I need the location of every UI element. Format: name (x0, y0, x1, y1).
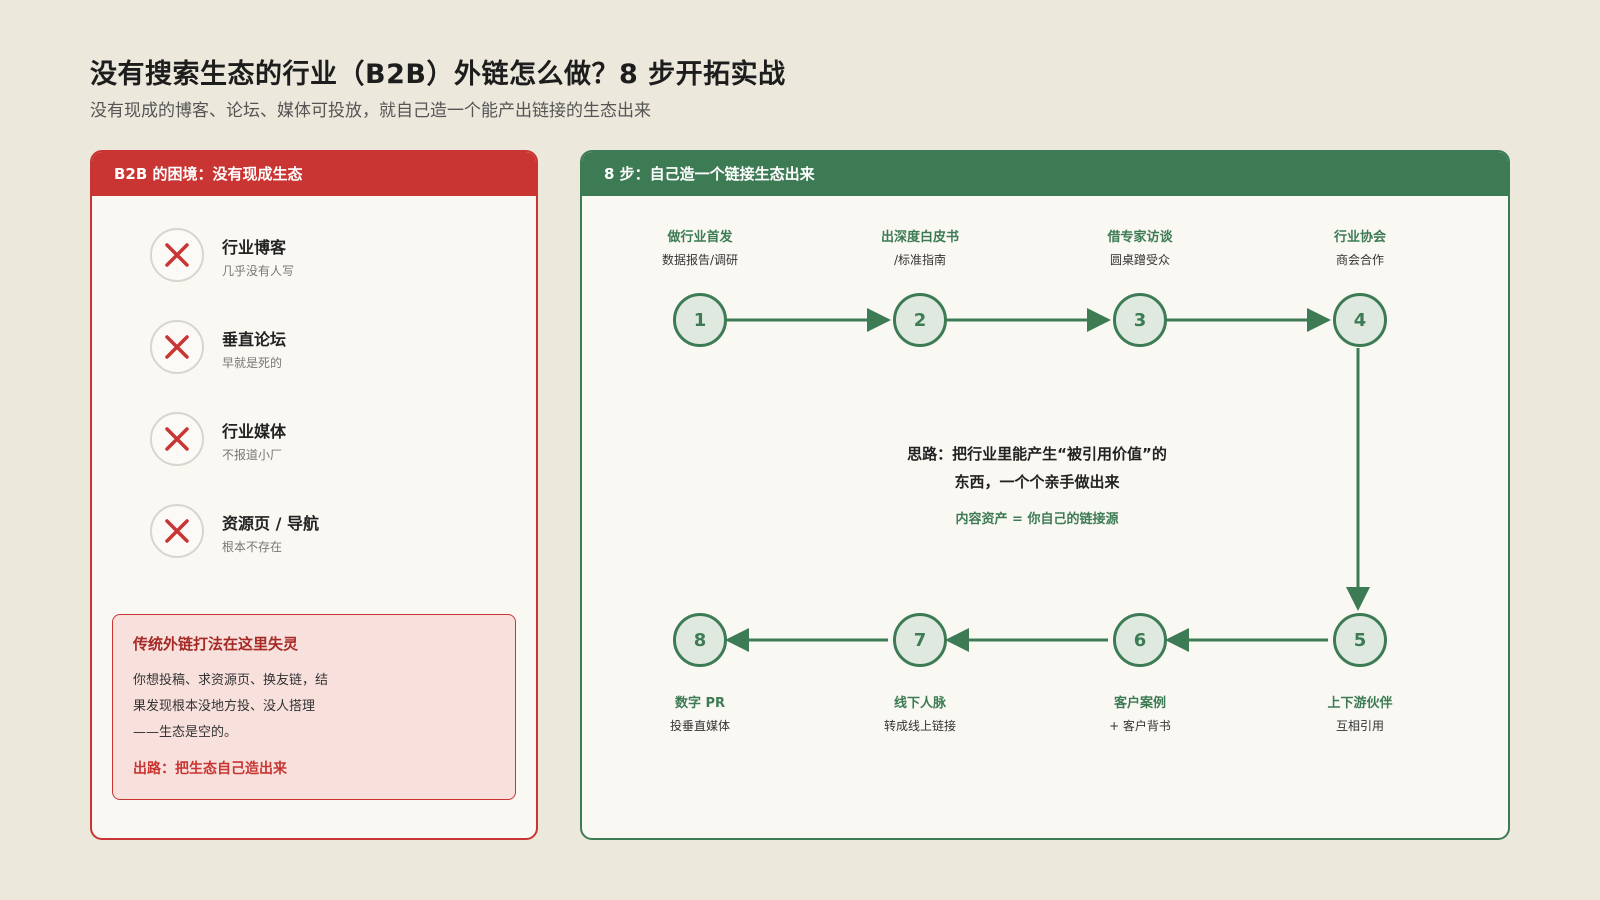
step-label-2: 出深度白皮书 /标准指南 (840, 226, 1000, 268)
page-title: 没有搜索生态的行业（B2B）外链怎么做？8 步开拓实战 (90, 59, 786, 90)
cross-icon (150, 504, 204, 558)
problem-item-blog: 行业博客 几乎没有人写 (150, 228, 510, 288)
step-title: 做行业首发 (667, 230, 733, 245)
step-desc: /标准指南 (893, 253, 947, 267)
step-title: 数字 PR (674, 696, 726, 711)
step-desc: 转成线上链接 (883, 719, 956, 733)
problem-item-resource: 资源页 / 导航 根本不存在 (150, 504, 510, 564)
step-circle-6: 6 (1113, 613, 1167, 667)
step-title: 借专家访谈 (1107, 230, 1173, 245)
step-desc: 圆桌蹭受众 (1109, 253, 1170, 267)
step-title: 上下游伙伴 (1327, 696, 1393, 711)
problem-title: 资源页 / 导航 (222, 514, 319, 533)
step-desc: + 客户背书 (1109, 719, 1171, 733)
problem-panel: B2B 的困境：没有现成生态 行业博客 几乎没有人写 垂直论坛 早就是死的 行业… (90, 150, 538, 840)
step-label-1: 做行业首发 数据报告/调研 (620, 226, 780, 268)
problem-item-forum: 垂直论坛 早就是死的 (150, 320, 510, 380)
problem-panel-title: B2B 的困境：没有现成生态 (92, 152, 536, 196)
step-label-4: 行业协会 商会合作 (1280, 226, 1440, 268)
problem-desc: 几乎没有人写 (222, 264, 295, 278)
step-desc: 互相引用 (1335, 719, 1384, 733)
step-label-3: 借专家访谈 圆桌蹭受众 (1060, 226, 1220, 268)
step-label-5: 上下游伙伴 互相引用 (1280, 692, 1440, 734)
problem-title: 行业博客 (222, 238, 287, 257)
step-circle-2: 2 (893, 293, 947, 347)
failure-solution: 出路：把生态自己造出来 (133, 761, 287, 777)
steps-panel: 8 步：自己造一个链接生态出来 做行业首发 数据报告/调研 出深度白皮书 /标准… (580, 150, 1510, 840)
step-desc: 数据报告/调研 (661, 253, 739, 267)
center-idea: 思路：把行业里能产生“被引用价值”的 东西，一个个亲手做出来 内容资产 = 你自… (882, 440, 1192, 527)
problem-title: 垂直论坛 (222, 330, 287, 349)
cross-icon (150, 228, 204, 282)
idea-accent: 内容资产 = 你自己的链接源 (955, 512, 1119, 527)
problem-title: 行业媒体 (222, 422, 287, 441)
problem-desc: 根本不存在 (222, 540, 283, 554)
problem-desc: 不报道小厂 (222, 448, 283, 462)
step-label-6: 客户案例 + 客户背书 (1060, 692, 1220, 734)
step-circle-1: 1 (673, 293, 727, 347)
step-desc: 商会合作 (1335, 253, 1384, 267)
step-circle-3: 3 (1113, 293, 1167, 347)
steps-panel-title: 8 步：自己造一个链接生态出来 (582, 152, 1508, 196)
step-label-7: 线下人脉 转成线上链接 (840, 692, 1000, 734)
idea-line-2: 东西，一个个亲手做出来 (954, 473, 1120, 491)
step-circle-8: 8 (673, 613, 727, 667)
failure-title: 传统外链打法在这里失灵 (133, 635, 299, 653)
flow-connectors (725, 308, 1370, 652)
failure-body: 你想投稿、求资源页、换友链，结果发现根本没地方投、没人搭理——生态是空的。 (133, 673, 329, 740)
step-circle-4: 4 (1333, 293, 1387, 347)
problem-desc: 早就是死的 (222, 356, 283, 370)
page-subtitle: 没有现成的博客、论坛、媒体可投放，就自己造一个能产出链接的生态出来 (90, 101, 651, 121)
failure-callout: 传统外链打法在这里失灵 你想投稿、求资源页、换友链，结果发现根本没地方投、没人搭… (112, 614, 516, 800)
cross-icon (150, 412, 204, 466)
step-title: 出深度白皮书 (880, 230, 959, 245)
step-title: 线下人脉 (893, 696, 946, 711)
step-title: 客户案例 (1113, 696, 1166, 711)
step-desc: 投垂直媒体 (669, 719, 730, 733)
step-circle-7: 7 (893, 613, 947, 667)
step-label-8: 数字 PR 投垂直媒体 (620, 692, 780, 734)
cross-icon (150, 320, 204, 374)
idea-line-1: 思路：把行业里能产生“被引用价值”的 (907, 445, 1167, 463)
problem-item-media: 行业媒体 不报道小厂 (150, 412, 510, 472)
step-circle-5: 5 (1333, 613, 1387, 667)
step-title: 行业协会 (1333, 230, 1386, 245)
